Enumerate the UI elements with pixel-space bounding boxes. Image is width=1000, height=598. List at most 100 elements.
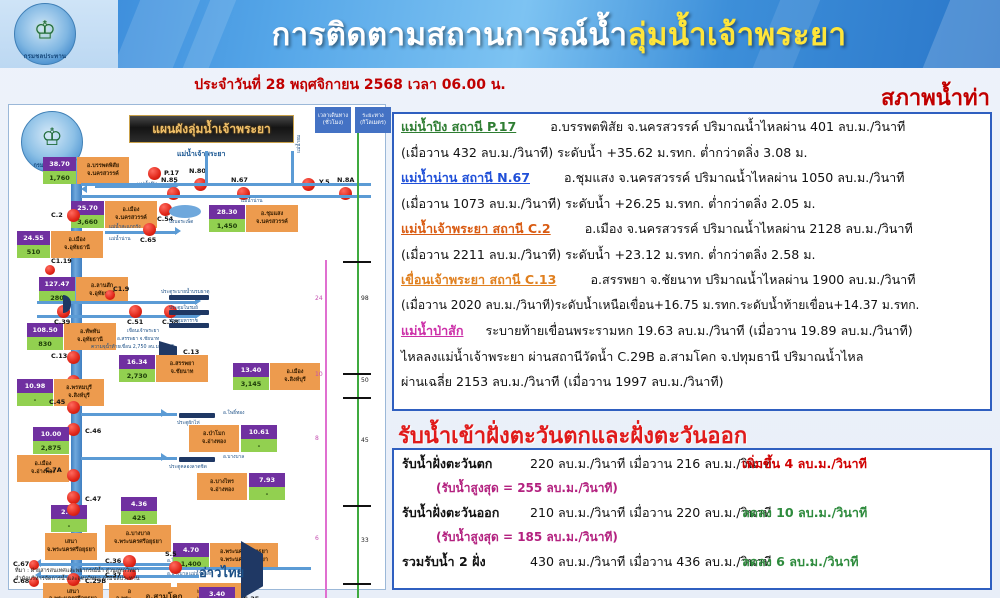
node-level: 24.55 [17, 231, 50, 245]
node-place: อ.ป่าโมก จ.อ่างทอง [189, 425, 239, 452]
node-place-line1: อ.ทัพทัน [79, 329, 101, 336]
station-marker-s5[interactable] [169, 561, 182, 574]
node-place-line1: อ.บางบาล [125, 531, 151, 538]
nan-pipe-lower [81, 195, 371, 198]
yom-pipe-vertical [291, 151, 294, 185]
station-marker-c35[interactable] [67, 503, 80, 516]
intake-label-west: รับน้ำฝั่งตะวันตก [402, 456, 493, 471]
axis-time-value: 8 [315, 435, 319, 442]
section-title-streamflow: สภาพน้ำท่า [880, 86, 990, 111]
station-link-n67[interactable]: แม่น้ำน่าน สถานี N.67 [401, 170, 530, 185]
station-label-c68: C.68 [13, 577, 30, 585]
lower-branch-pipe-2 [39, 575, 199, 578]
station-marker-n8a[interactable] [339, 187, 352, 200]
station-link-p17[interactable]: แม่น้ำปิง สถานี P.17 [401, 119, 517, 134]
dam-wedge [63, 295, 71, 313]
station-marker-n85[interactable] [167, 187, 180, 200]
station-marker-c67[interactable] [29, 560, 39, 570]
nan-pipe-upper [81, 183, 371, 186]
station-label-c45: C.45 [49, 398, 66, 406]
source-credit: ที่มา : ฝ่ายสารสนเทศและพยากรณ์น้ำ ส่วนอุ… [15, 567, 139, 584]
station-marker-c51[interactable] [129, 305, 142, 318]
node-place-line1: อ.บรรพตพิสัย [86, 163, 120, 170]
cross-pipe [37, 315, 197, 318]
node-place-line1: อ.เมือง [34, 461, 52, 468]
node-capacity: - [17, 393, 53, 406]
node-place-line1: อ.เมือง [286, 369, 304, 376]
branch-pipe-ladchid [81, 457, 177, 460]
node-capacity: 2,730 [119, 369, 155, 382]
station-label-p17: P.17 [164, 169, 180, 177]
node-place-line1: อ.ลานสัก [90, 283, 114, 290]
branch-label-nan: แม่น้ำน่าน [109, 237, 131, 242]
node-place-line2: จ.พระนครศรีอยุธยา [47, 546, 95, 553]
district-label-bangban2: อ.บางบาล [167, 572, 189, 577]
node-level: 10.61 [241, 425, 277, 439]
weir-phokthong [179, 413, 215, 418]
axis-dist-line2: (กิโลเมตร) [360, 120, 386, 126]
garuda-icon: ♔ [33, 15, 57, 45]
rama6-dam-wedge [241, 541, 263, 598]
node-place: อ.บางบาล จ.พระนครศรีอยุธยา [105, 525, 171, 552]
station-label-c36: C.36 [105, 557, 122, 565]
station-marker-c65[interactable] [143, 223, 156, 236]
station-marker-c13[interactable] [67, 351, 80, 364]
axis-tick [343, 397, 371, 399]
station-marker-c7a[interactable] [67, 469, 80, 482]
axis-tick [343, 261, 371, 263]
station-marker-p17[interactable] [148, 167, 161, 180]
station-marker-c54[interactable] [159, 203, 172, 216]
branch-label-nan2: แม่น้ำน่าน [241, 199, 263, 204]
intake-delta-east: ลดลง 10 ลบ.ม./วินาที [742, 505, 868, 520]
node-level: 127.47 [39, 277, 75, 291]
node-place-line2: จ.สิงห์บุรี [68, 392, 90, 399]
node-place: อ.พรหมบุรี จ.สิงห์บุรี [54, 379, 104, 406]
station-report-row: แม่น้ำเจ้าพระยา สถานี C.2 อ.เมือง จ.นครสว… [394, 216, 990, 242]
gate-label-phokthong: ประตูผักไห่ [177, 421, 200, 426]
flow-arrow [195, 311, 201, 319]
station-marker-c68[interactable] [29, 577, 39, 587]
river-link-pasak[interactable]: แม่น้ำป่าสัก [401, 323, 464, 338]
pasak-detail-line3: ผ่านเฉลี่ย 2153 ลบ.ม./วินาที (เมื่อวาน 1… [401, 374, 724, 389]
station-marker-c29b[interactable] [67, 573, 80, 586]
node-level: 16.34 [119, 355, 155, 369]
royal-irrigation-department-logo: ♔ กรมชลประทาน [14, 3, 76, 65]
station-report-subrow: (เมื่อวาน 432 ลบ.ม./วินาที) ระดับน้ำ +35… [394, 140, 990, 166]
node-place: เสนา จ.พระนครศรีอยุธยา [43, 583, 103, 598]
flow-arrow [161, 409, 167, 417]
node-capacity: - [249, 487, 285, 500]
station-detail-line1: อ.เมือง จ.นครสวรรค์ ปริมาณน้ำไหลผ่าน 212… [584, 221, 913, 236]
station-marker-c119[interactable] [45, 265, 55, 275]
node-place-line1: อ.ชุมแสง [260, 211, 284, 218]
station-marker-c2[interactable] [67, 209, 80, 222]
node-place-line1: อ.เมือง [122, 207, 140, 214]
node-place-line2: จ.สิงห์บุรี [284, 376, 306, 383]
station-marker-c36[interactable] [123, 555, 136, 568]
node-level: 4.70 [173, 543, 209, 557]
station-link-c13[interactable]: เขื่อนเจ้าพระยา สถานี C.13 [401, 272, 557, 287]
station-marker-c37[interactable] [123, 567, 136, 580]
flow-arrow [35, 571, 41, 579]
axis-header-distance: ระยะทาง (กิโลเมตร) [355, 107, 391, 133]
station-label-c19: C1.9 [113, 285, 130, 293]
station-marker-c19[interactable] [105, 290, 115, 300]
node-capacity: 1,760 [43, 171, 76, 184]
station-link-c2[interactable]: แม่น้ำเจ้าพระยา สถานี C.2 [401, 221, 551, 236]
pasak-detail-line2: ไหลลงแม่น้ำเจ้าพระยา ผ่านสถานีวัดน้ำ C.2… [401, 348, 864, 364]
diagram-banner-title: แผนผังลุ่มน้ำเจ้าพระยา [129, 115, 294, 143]
weir-ladchid [179, 457, 215, 462]
pasak-pipe [81, 567, 311, 570]
logo-ring-label: กรมชลประทาน [23, 53, 67, 60]
node-place-line1: อ.สรรพยา [169, 361, 195, 368]
report-date-subtitle: ประจำวันที่ 28 พฤศจิกายน 2568 เวลา 06.00… [194, 77, 506, 93]
station-report-subrow: (เมื่อวาน 1073 ลบ.ม./วินาที) ระดับน้ำ +2… [394, 191, 990, 217]
station-marker-c45[interactable] [67, 401, 80, 414]
intake-label-east: รับน้ำฝั่งตะวันออก [402, 505, 500, 520]
station-marker-c47[interactable] [67, 491, 80, 504]
station-marker-c46[interactable] [67, 423, 80, 436]
chao-phraya-basin-schematic: ♔ กรมชลประทาน แผนผังลุ่มน้ำเจ้าพระยา เวล… [8, 104, 391, 598]
weir-boromthat [169, 295, 209, 300]
node-level: 7.93 [249, 473, 285, 487]
